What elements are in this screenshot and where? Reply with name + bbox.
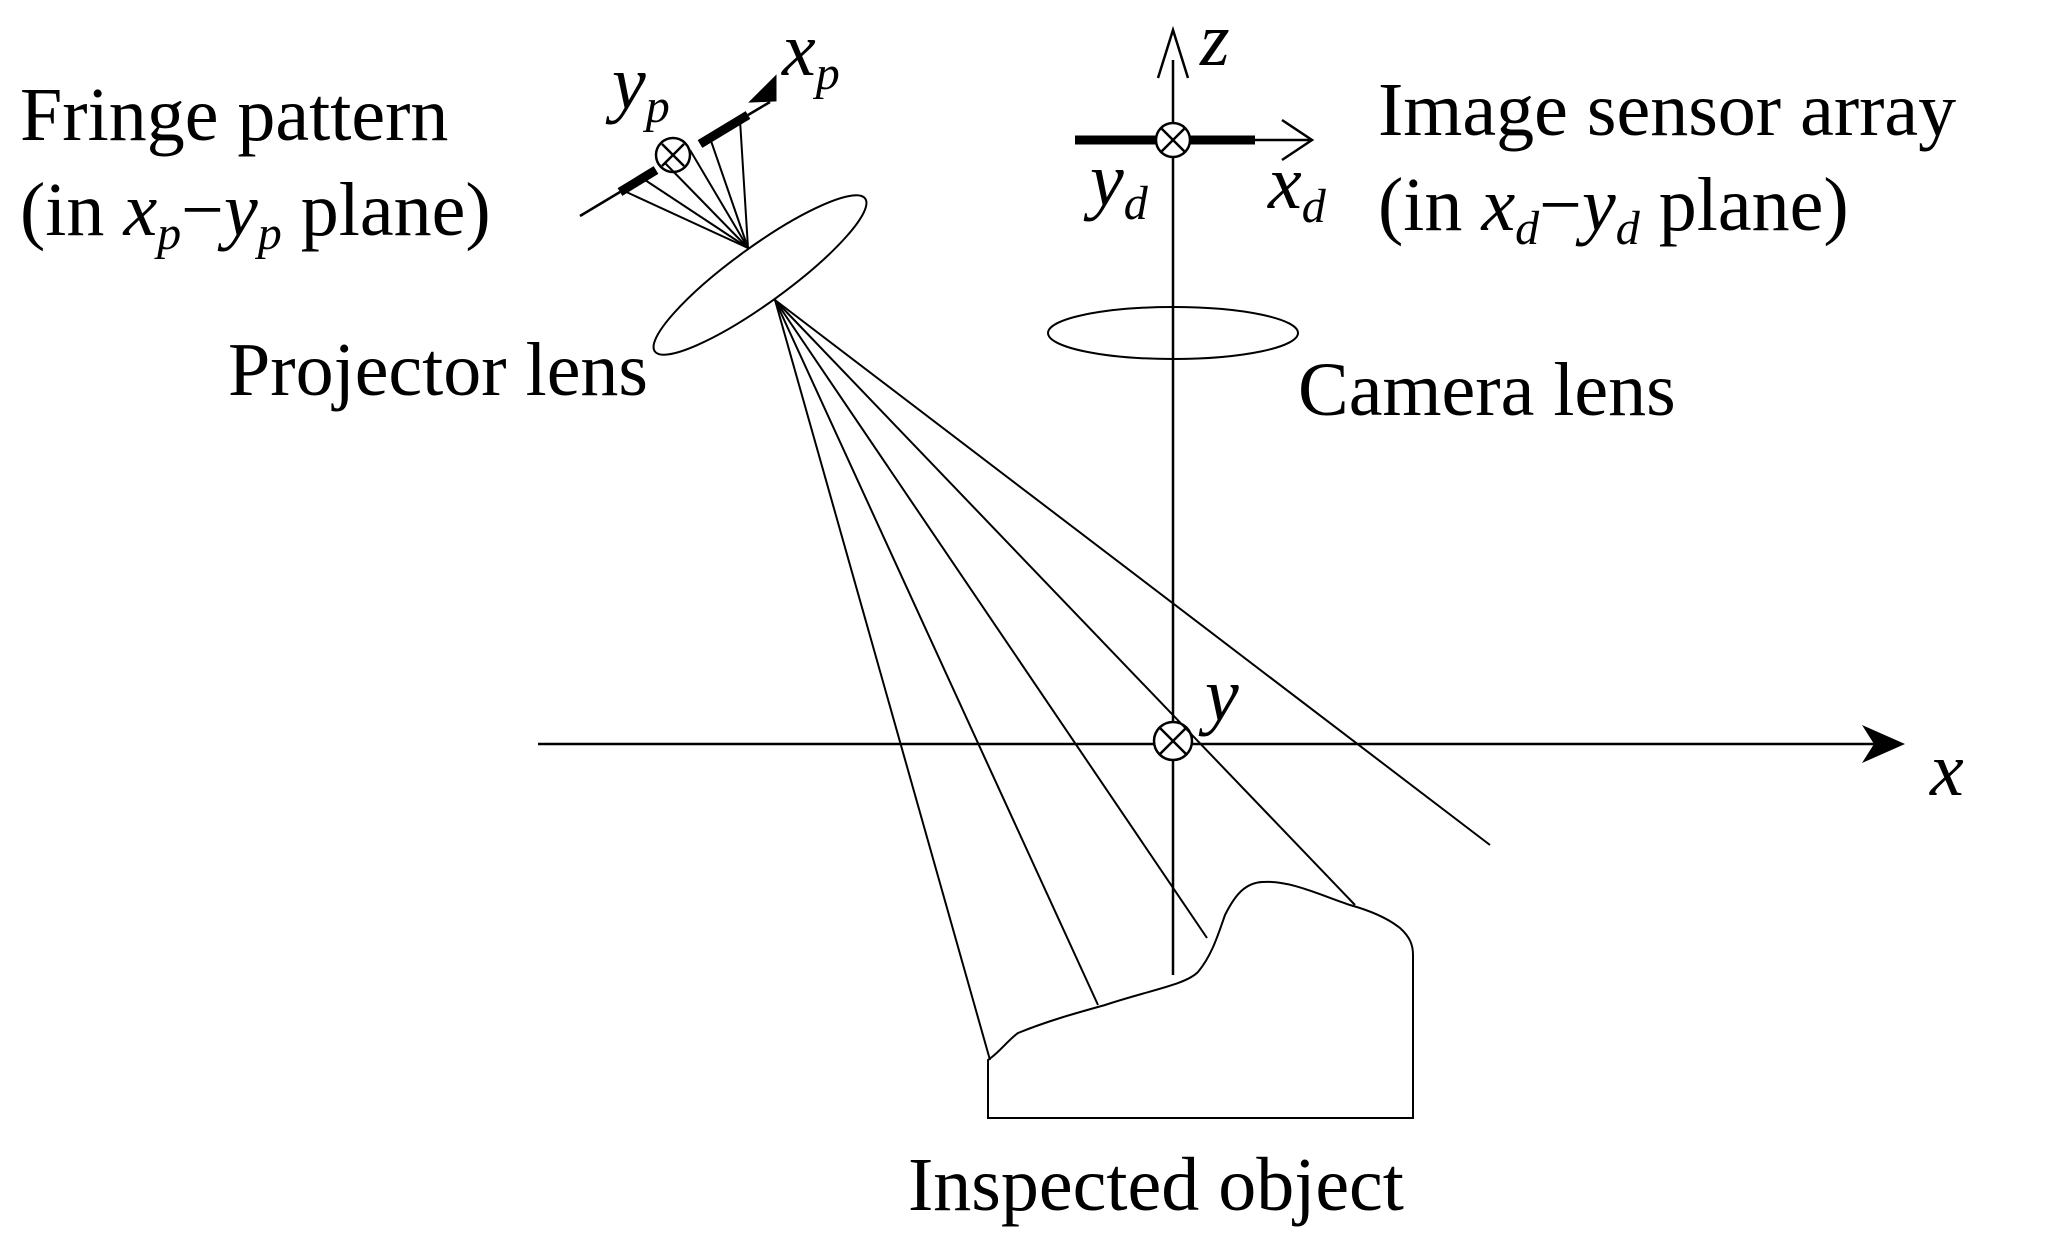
camera-lens-shape bbox=[1047, 306, 1299, 360]
sensor-plane-axes bbox=[1075, 118, 1315, 162]
x-axis-arrowhead bbox=[1862, 725, 1905, 763]
yp-axis-label: yp bbox=[605, 41, 670, 133]
inspected-object-label: Inspected object bbox=[908, 1143, 1404, 1227]
xd-arrowhead bbox=[1281, 118, 1315, 162]
x-axis-label: x bbox=[1929, 728, 1964, 812]
yp-into-page-symbol bbox=[654, 136, 692, 174]
fringe-to-lens-rays bbox=[621, 119, 749, 249]
projection-rays bbox=[774, 299, 1491, 1061]
yd-axis-label: yd bbox=[1083, 138, 1149, 230]
y-into-page-symbol bbox=[1152, 720, 1194, 762]
projector-lens-shape bbox=[652, 194, 868, 356]
fringe-plane-label: (in xp−yp plane) bbox=[20, 168, 491, 260]
sensor-plane-label: (in xd−yd plane) bbox=[1378, 163, 1849, 255]
camera-lens-label: Camera lens bbox=[1298, 348, 1676, 432]
y-axis-label: y bbox=[1198, 653, 1239, 737]
image-sensor-label: Image sensor array bbox=[1378, 68, 1956, 152]
z-axis-label: z bbox=[1199, 0, 1230, 82]
z-axis bbox=[1156, 25, 1190, 975]
xp-axis-label: xp bbox=[781, 8, 840, 100]
inspected-object-shape bbox=[987, 880, 1414, 1119]
yd-into-page-symbol bbox=[1154, 121, 1192, 159]
projector-lens-label: Projector lens bbox=[228, 328, 648, 412]
x-axis bbox=[538, 725, 1905, 763]
xp-arrowhead bbox=[748, 74, 777, 103]
fringe-pattern-label: Fringe pattern bbox=[20, 73, 448, 157]
fringe-pattern-plane bbox=[579, 74, 777, 218]
xd-axis-label: xd bbox=[1267, 141, 1327, 233]
z-axis-arrowhead bbox=[1156, 25, 1190, 79]
